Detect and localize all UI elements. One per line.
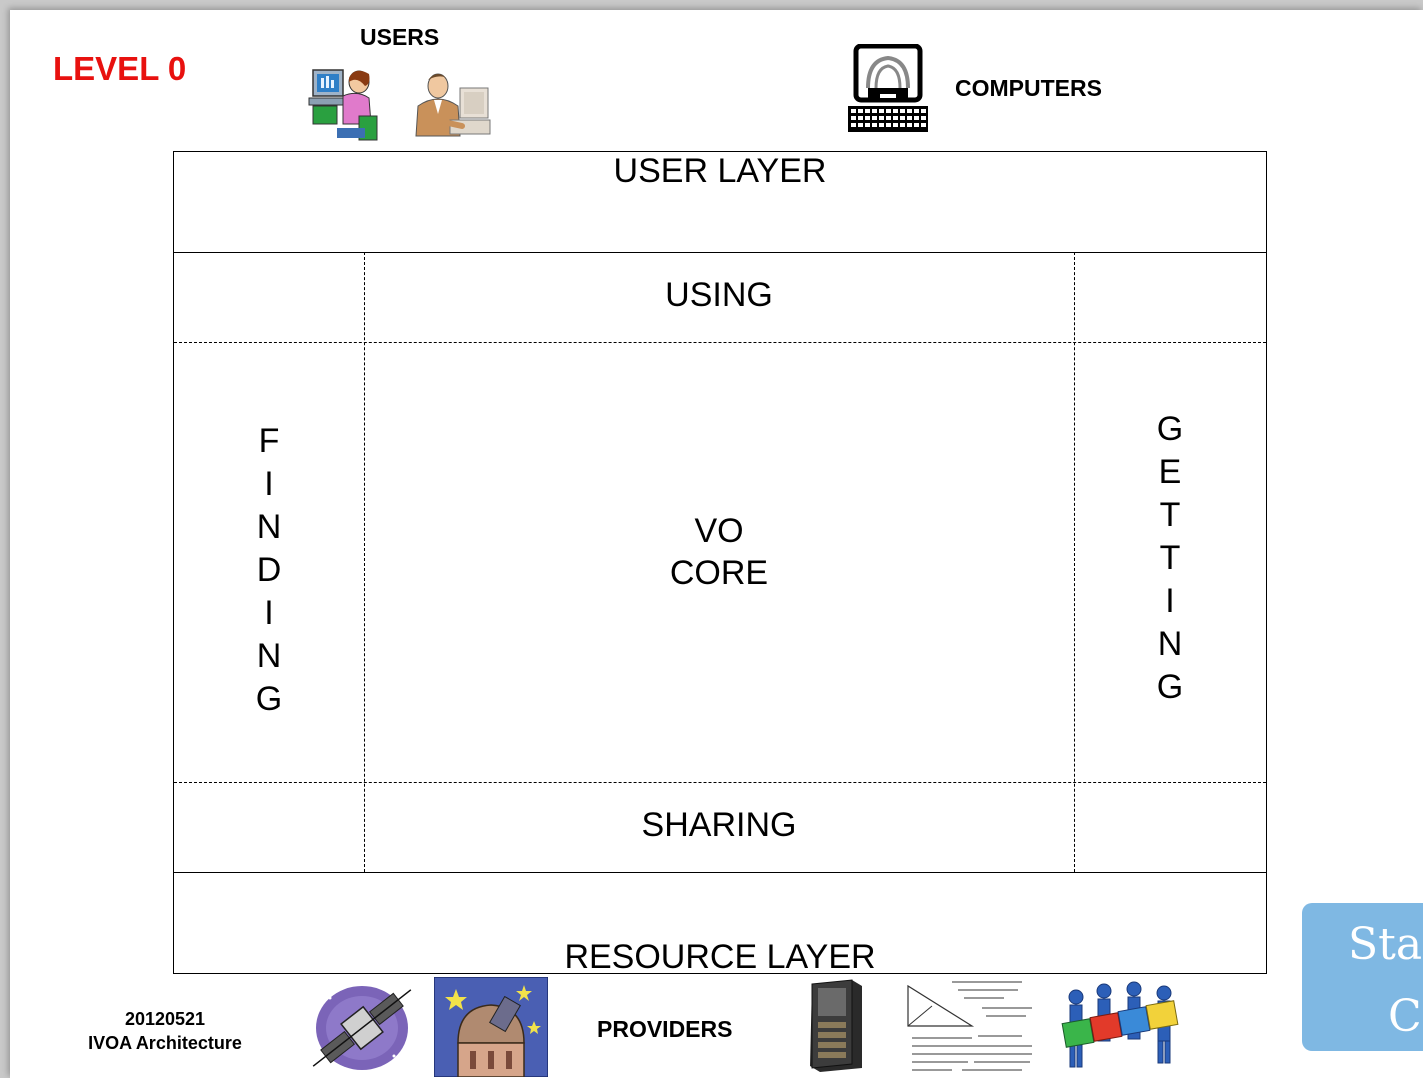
date-label: 20120521	[124, 1009, 206, 1029]
math-formulas-icon	[907, 981, 1032, 1071]
slide-footer-info: 20120521 IVOA Architecture	[70, 1007, 260, 1055]
stab-callout-box: Stab C	[1302, 903, 1423, 1051]
vo-core-line2: CORE	[669, 554, 769, 592]
getting-label: G E T T I N G	[1140, 408, 1200, 709]
resource-layer-label: RESOURCE LAYER	[564, 938, 876, 976]
vo-core-label: VO CORE	[364, 510, 1074, 594]
resource-layer-divider	[174, 872, 1266, 873]
doc-title-label: IVOA Architecture	[88, 1033, 242, 1053]
user-layer-divider	[174, 252, 1266, 253]
desktop-computer-icon	[848, 44, 928, 132]
finding-letter: G	[255, 680, 283, 718]
core-divider	[174, 782, 1266, 783]
using-divider	[174, 342, 1266, 343]
finding-letter: I	[264, 594, 274, 632]
computers-label: COMPUTERS	[955, 75, 1102, 101]
getting-letter: N	[1157, 625, 1183, 663]
satellite-icon	[312, 986, 412, 1070]
finding-label: F I N D I N G	[239, 420, 299, 721]
finding-letter: F	[258, 422, 280, 460]
stab-line2: C	[1388, 991, 1422, 1042]
level-title: LEVEL 0	[53, 50, 187, 87]
vo-core-line1: VO	[694, 512, 744, 550]
architecture-diagram: USER LAYER USING VO CORE F I N D I N G G…	[173, 151, 1267, 976]
getting-divider	[1074, 252, 1075, 872]
slide: LEVEL 0 USERS	[10, 10, 1423, 1078]
getting-letter: T	[1159, 539, 1181, 577]
user-layer-label: USER LAYER	[613, 152, 827, 190]
getting-letter: G	[1156, 410, 1184, 448]
finding-letter: N	[256, 508, 282, 546]
observatory-icon	[434, 977, 548, 1077]
man-at-computer-icon	[415, 73, 491, 137]
server-rack-icon	[810, 979, 862, 1072]
finding-letter: I	[264, 465, 274, 503]
using-label: USING	[665, 276, 773, 314]
providers-label: PROVIDERS	[597, 1016, 733, 1042]
finding-letter: D	[256, 551, 282, 589]
sharing-label: SHARING	[641, 806, 797, 844]
getting-letter: E	[1158, 453, 1182, 491]
getting-letter: G	[1156, 668, 1184, 706]
users-label: USERS	[360, 24, 440, 50]
finding-letter: N	[256, 637, 282, 675]
team-puzzle-icon	[1061, 981, 1179, 1068]
getting-letter: I	[1165, 582, 1175, 620]
stab-line1: Stab	[1348, 919, 1423, 970]
woman-at-computer-icon	[308, 69, 378, 141]
finding-divider	[364, 252, 365, 872]
getting-letter: T	[1159, 496, 1181, 534]
